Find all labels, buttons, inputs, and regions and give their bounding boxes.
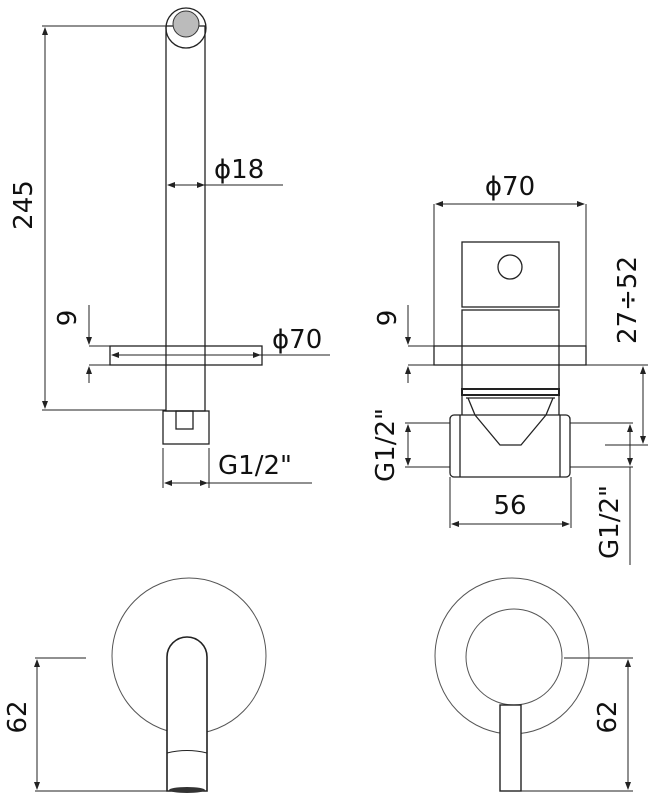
connector-nut	[175, 410, 194, 430]
dim-body-width: 56	[493, 491, 526, 521]
handle-rosette	[465, 608, 563, 706]
handle-front-view: 62	[434, 577, 633, 792]
aerator-head	[165, 7, 207, 49]
dim-valve-plate-thickness: 9	[373, 310, 403, 327]
dim-handle-height: 62	[593, 700, 623, 733]
dim-height-245: 245	[9, 180, 39, 230]
dim-valve-plate-diameter: ϕ70	[485, 172, 535, 202]
handle-lever	[499, 704, 522, 792]
aerator-mesh	[172, 10, 200, 38]
dim-connection-thread: G1/2"	[218, 451, 292, 481]
valve-side-view: ϕ70 9 27÷52 G1/2" G1/2" 56	[371, 172, 648, 565]
dim-depth-range: 27÷52	[613, 256, 643, 344]
spout-front-view: 62	[3, 577, 267, 793]
valve-wall-plate	[433, 345, 587, 366]
dim-plate-thickness: 9	[53, 310, 83, 327]
dim-inlet-left: G1/2"	[371, 408, 401, 482]
dim-spout-height: 62	[3, 700, 33, 733]
valve-body	[449, 414, 571, 478]
spout-front	[166, 636, 208, 792]
spout-tube	[165, 25, 206, 412]
spout-side-view: 245 ϕ18 9 ϕ70 G1/2"	[9, 7, 330, 488]
handle-hole	[497, 254, 523, 280]
dim-spout-diameter: ϕ18	[214, 155, 264, 185]
dim-plate-diameter: ϕ70	[272, 325, 322, 355]
handle-block	[461, 241, 560, 308]
valve-body-inner	[461, 395, 560, 446]
connector	[162, 410, 210, 445]
dim-inlet-right: G1/2"	[595, 485, 625, 559]
valve-cartridge	[461, 309, 560, 390]
